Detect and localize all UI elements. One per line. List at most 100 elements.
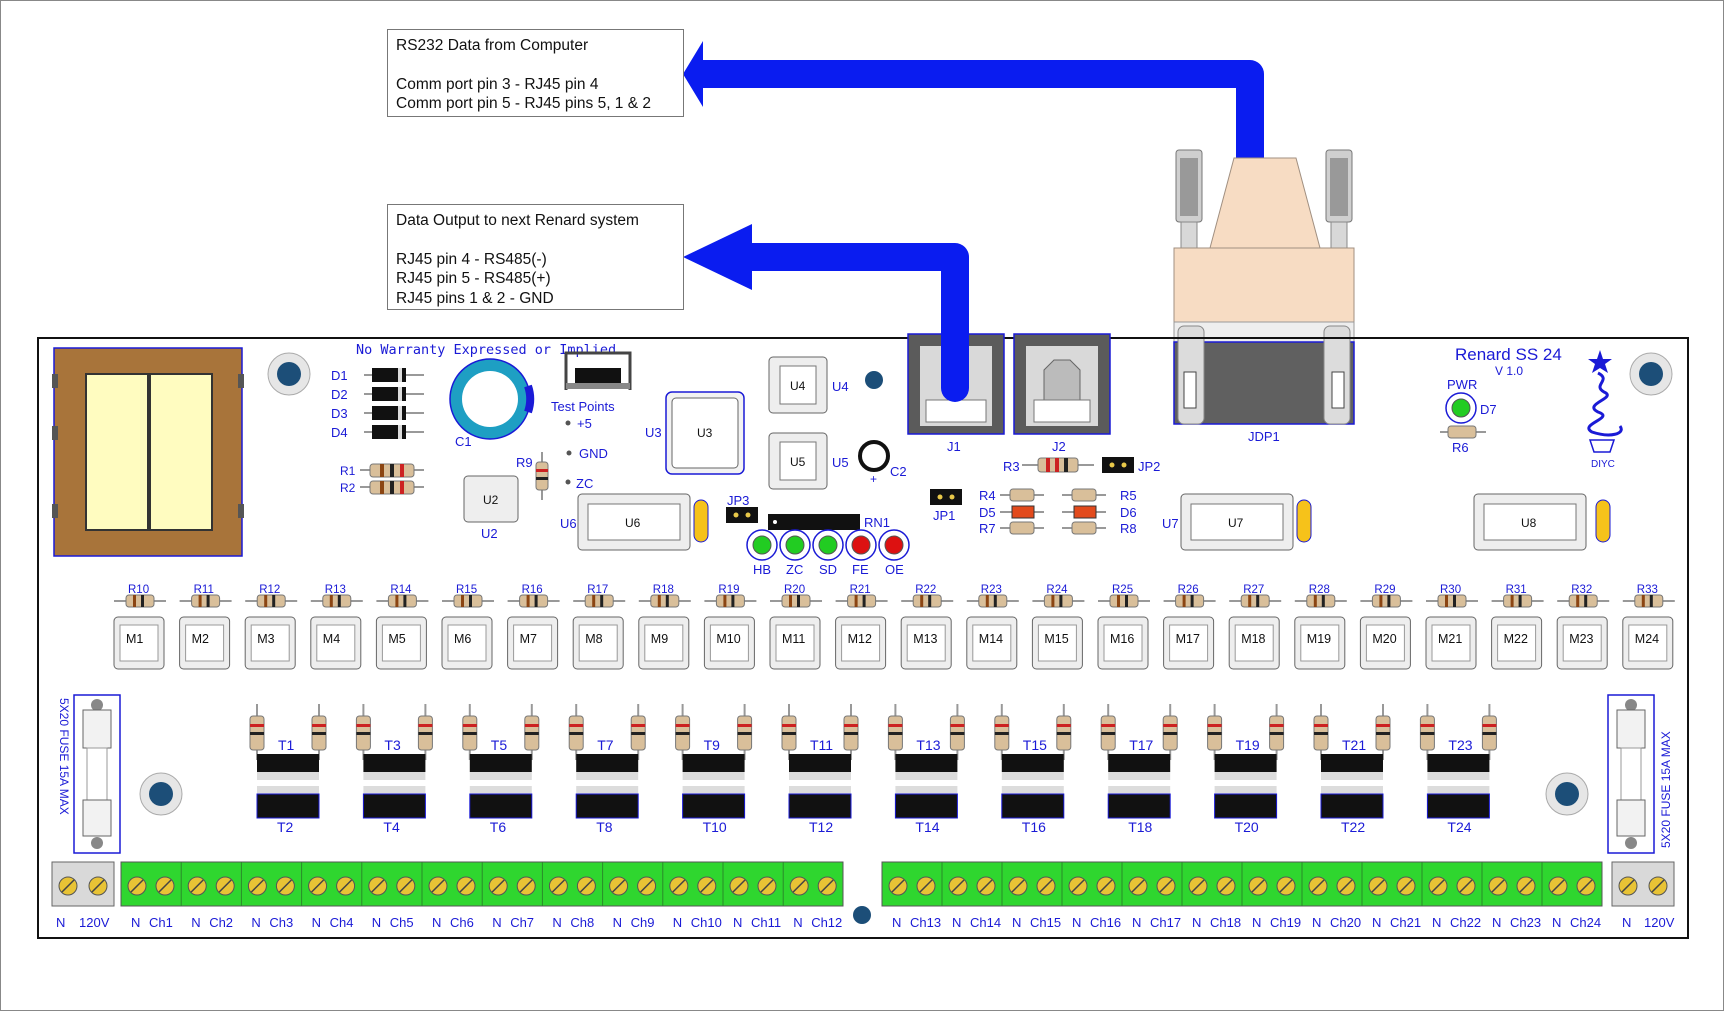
pwr-led-d7: PWR D7 R6 (1440, 377, 1497, 455)
callout-out-title: Data Output to next Renard system (396, 212, 639, 229)
screw-slot (1159, 879, 1173, 893)
triac-tab (1214, 772, 1277, 780)
resistor-band (985, 595, 989, 607)
terminal-neutral-label: N (131, 915, 140, 930)
resistor-band (789, 595, 792, 607)
terminal-channel-label: Ch8 (570, 915, 594, 930)
resistor-band (665, 595, 669, 607)
triac-tab (1001, 786, 1064, 794)
resistor-band (731, 595, 735, 607)
resistor-band (133, 595, 136, 607)
terminal-channel-label: Ch6 (450, 915, 474, 930)
resistor-band (1387, 595, 1391, 607)
terminal-neutral-label: N (733, 915, 742, 930)
resistor-band (888, 724, 903, 727)
triac-label-top: T15 (1023, 737, 1047, 753)
resistor-band (844, 724, 858, 727)
led-label: HB (753, 562, 771, 577)
triac-tab (789, 772, 851, 780)
screw-slot (1099, 879, 1113, 893)
triac-tab (1108, 786, 1171, 794)
optocoupler-face (841, 624, 881, 662)
triac-tab (469, 786, 532, 794)
logo-text: DIYC (1591, 459, 1615, 470)
triac-body (895, 754, 958, 772)
terminal-neutral-label: N (191, 915, 200, 930)
resistor-band (1584, 595, 1588, 607)
optocoupler-face (1234, 624, 1274, 662)
db9-connector-jdp1 (1173, 149, 1355, 425)
triac-label-top: T11 (810, 737, 833, 753)
triac-label-bottom: T2 (277, 819, 294, 835)
warranty-text: No Warranty Expressed or Implied (356, 342, 616, 358)
resistor-band (1101, 724, 1116, 727)
j1-label: J1 (947, 439, 961, 454)
screw-slot (1431, 879, 1445, 893)
led-label: OE (885, 562, 904, 577)
resistor-band (337, 595, 341, 607)
channel-resistor-label: R33 (1637, 584, 1658, 596)
channel-resistor-label: R14 (390, 584, 412, 596)
resistor-band (1269, 732, 1284, 735)
resistor-band (250, 732, 264, 735)
triac-label-top: T7 (597, 737, 614, 753)
resistor-band (1379, 595, 1383, 607)
optocoupler-label: M16 (1110, 632, 1134, 646)
optocoupler-label: M6 (454, 632, 471, 646)
screw-slot (519, 879, 533, 893)
led-oe (884, 535, 904, 555)
terminal-channel-label: Ch19 (1270, 915, 1301, 930)
diode-body (372, 387, 406, 401)
channel-resistor-label: R22 (915, 584, 936, 596)
power-left-120v: 120V (79, 915, 110, 930)
screw-slot (640, 879, 654, 893)
resistor-band (264, 595, 268, 607)
screw-slot (1551, 879, 1565, 893)
triac-label-top: T21 (1342, 737, 1366, 753)
u7-body-label: U7 (1228, 516, 1244, 530)
screw-slot (1011, 879, 1025, 893)
resistor-band (1163, 732, 1178, 735)
diode-body (372, 425, 406, 439)
channel-resistor-label: R29 (1374, 584, 1395, 596)
optocoupler-face (1431, 624, 1471, 662)
terminal-channel-label: Ch4 (330, 915, 354, 930)
channel-resistor (256, 594, 286, 608)
u5-body-label: U5 (790, 455, 806, 469)
optocoupler-face (1169, 624, 1209, 662)
power-right-n: N (1622, 915, 1631, 930)
triac-label-bottom: T8 (596, 819, 613, 835)
channel-resistor-label: R21 (850, 584, 871, 596)
jumper-jp2: JP2 (1102, 457, 1160, 474)
triac-body (1426, 793, 1490, 819)
triac-label-bottom: T6 (490, 819, 507, 835)
optocoupler-face (1103, 624, 1143, 662)
c2-plus: + (870, 472, 877, 486)
screw-slot (919, 879, 933, 893)
screw-slot (1071, 879, 1085, 893)
optocoupler-label: M19 (1307, 632, 1331, 646)
resistor-band (723, 595, 727, 607)
resistor-band (198, 595, 202, 607)
diode-body (372, 368, 406, 382)
channel-resistor-label: R18 (653, 584, 674, 596)
input-cable (755, 60, 1264, 160)
triac-tab (363, 772, 426, 780)
resistor-band (928, 595, 932, 607)
optocoupler-face (381, 624, 421, 662)
screw-slot (1219, 879, 1233, 893)
triac-tab (1321, 786, 1383, 794)
resistor-band (1190, 595, 1194, 607)
channel-resistor (781, 594, 811, 608)
u3-label: U3 (645, 425, 662, 440)
signal-resistors-diodes: R4 R5 D5 D6 R7 R8 (979, 488, 1137, 536)
triac-body (1214, 793, 1278, 819)
resistor-band (461, 595, 464, 607)
triac-body (682, 754, 745, 772)
mounting-holes (139, 352, 1673, 924)
resistor-band (950, 732, 965, 735)
